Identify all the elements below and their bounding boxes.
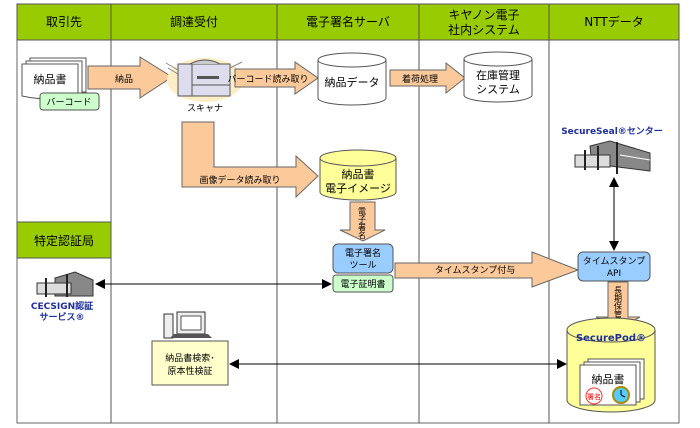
esign-arrow-label: 電子署名 [358,207,367,240]
timestamp-api-box [577,251,651,282]
e-image-label-2: 電子イメージ [325,182,391,195]
header-canon-2: 社内システム [448,22,520,37]
clock-icon [612,386,630,404]
header-procurement: 調達受付 [170,15,218,29]
esign-arrow [339,201,386,242]
cecsign-label-1: CECSIGN認証 [31,300,93,312]
scanner-label: スキャナ [187,103,223,114]
e-image-label-1: 納品書 [342,167,375,181]
building-icon [36,271,94,297]
arrival-label: 着荷処理 [402,73,438,85]
seal-label: 署名 [587,392,601,401]
certificate-box [332,274,394,293]
inventory-system-cylinder [463,51,533,103]
scanner-icon [165,58,243,102]
image-read-arrow [181,121,319,199]
timestamp-api-label-2: API [607,269,621,279]
timestamp-arrow [394,251,580,288]
pod-doc-label: 納品書 [592,372,625,386]
esign-tool-label-1: 電子署名 [345,247,381,259]
securepod-label: SecurePod® [576,333,646,344]
header-nttdata: NTTデータ [584,14,643,29]
delivery-data-cylinder [317,52,387,106]
inventory-label-2: システム [476,83,520,96]
header-supplier: 取引先 [46,15,82,29]
image-read-label: 画像データ読み取り [199,174,280,186]
cecsign-label-2: サービス® [39,311,84,323]
secureseal-label: SecureSeal®センター [561,125,663,137]
search-verify-label-2: 原本性検証 [167,365,212,377]
search-verify-box [151,340,229,386]
header-esign-server: 電子署名サーバ [306,14,390,29]
delivery-arrow [87,56,173,99]
header-cert-authority: 特定認証局 [34,233,94,248]
barcode-read-arrow [234,61,319,95]
delivery-data-label: 納品データ [325,75,380,89]
inventory-label-1: 在庫管理 [476,68,520,82]
e-image-cylinder [319,149,397,201]
delivery-doc-label: 納品書 [34,72,67,86]
timestamp-api-label-1: タイムスタンプ [583,256,646,267]
esign-tool-label-2: ツール [349,261,376,271]
arrival-arrow [389,61,466,95]
seal-stamp-icon [585,387,603,405]
delivery-arrow-label: 納品 [115,73,133,85]
archive-label: 長期保管 [614,286,623,319]
barcode-read-label: バーコード読み取り [227,73,308,85]
computer-icon [163,311,212,339]
esign-tool-box [332,243,394,274]
building-icon [574,140,651,174]
barcode-label: バーコード [46,97,91,108]
certificate-label: 電子証明書 [340,278,385,290]
barcode-box [39,92,100,111]
timestamp-label: タイムスタンプ付与 [435,265,516,276]
search-verify-label-1: 納品書検索･ [165,352,215,364]
header-canon-1: キヤノン電子 [448,8,519,22]
